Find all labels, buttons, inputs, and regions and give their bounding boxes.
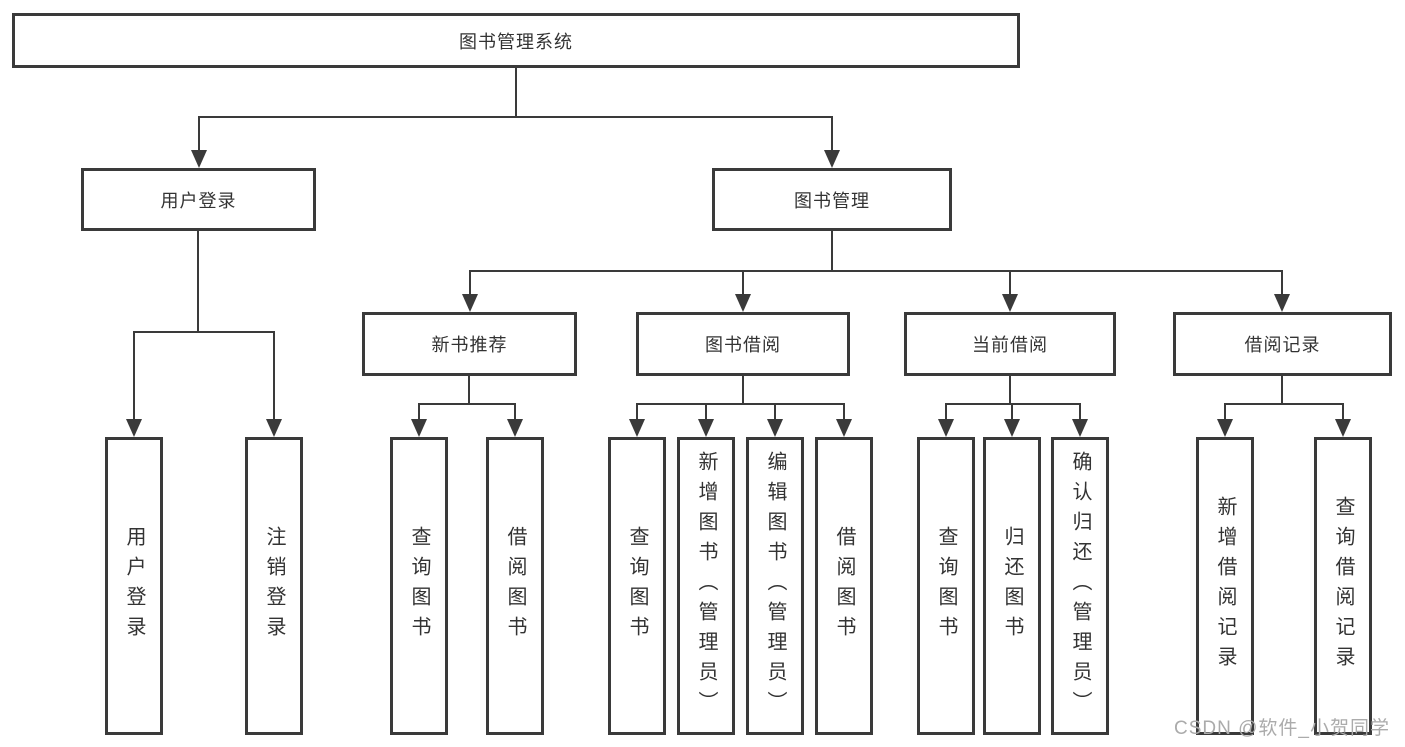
connector-book-mgmt-stem — [831, 231, 833, 271]
leaf-br-query-record: 查询借阅记录 — [1314, 437, 1372, 735]
arrow-down-icon — [411, 403, 427, 437]
connector-borrow-records-stem — [1281, 376, 1283, 403]
leaf-cb-query-books: 查询图书 — [917, 437, 975, 735]
arrow-down-icon — [836, 403, 852, 437]
arrow-down-icon — [824, 116, 840, 168]
arrow-down-icon — [126, 331, 142, 437]
node-book-management: 图书管理 — [712, 168, 952, 231]
arrow-down-icon — [1217, 403, 1233, 437]
arrow-down-icon — [191, 116, 207, 168]
arrow-down-icon — [1072, 403, 1088, 437]
arrow-down-icon — [1335, 403, 1351, 437]
leaf-cb-return-books: 归还图书 — [983, 437, 1041, 735]
arrow-down-icon — [1002, 270, 1018, 312]
arrow-down-icon — [1274, 270, 1290, 312]
arrow-down-icon — [629, 403, 645, 437]
node-new-book-recommend: 新书推荐 — [362, 312, 577, 376]
connector-borrow-records-cross — [1225, 403, 1344, 405]
node-borrow-records: 借阅记录 — [1173, 312, 1392, 376]
connector-new-books-cross — [419, 403, 516, 405]
connector-new-books-stem — [468, 376, 470, 403]
connector-user-login-cross — [134, 331, 275, 333]
connector-root-stem — [515, 68, 517, 118]
arrow-down-icon — [767, 403, 783, 437]
leaf-cb-confirm-return-admin: 确认归还（管理员） — [1051, 437, 1109, 735]
arrow-down-icon — [735, 270, 751, 312]
node-current-borrow: 当前借阅 — [904, 312, 1116, 376]
leaf-user-login: 用户登录 — [105, 437, 163, 735]
connector-current-borrow-stem — [1009, 376, 1011, 403]
leaf-bb-query-books: 查询图书 — [608, 437, 666, 735]
arrow-down-icon — [1004, 403, 1020, 437]
arrow-down-icon — [698, 403, 714, 437]
connector-book-borrow-cross — [637, 403, 845, 405]
arrow-down-icon — [266, 331, 282, 437]
leaf-br-add-record: 新增借阅记录 — [1196, 437, 1254, 735]
arrow-down-icon — [507, 403, 523, 437]
watermark: CSDN @软件_小贺同学 — [1174, 718, 1390, 739]
connector-book-borrow-stem — [742, 376, 744, 403]
node-book-borrow: 图书借阅 — [636, 312, 850, 376]
node-root: 图书管理系统 — [12, 13, 1020, 68]
leaf-logout: 注销登录 — [245, 437, 303, 735]
node-user-login: 用户登录 — [81, 168, 316, 231]
leaf-nb-query-books: 查询图书 — [390, 437, 448, 735]
connector-root-cross — [198, 116, 833, 118]
leaf-bb-edit-books-admin: 编辑图书（管理员） — [746, 437, 804, 735]
arrow-down-icon — [462, 270, 478, 312]
connector-user-login-stem — [197, 231, 199, 332]
connector-book-mgmt-cross — [469, 270, 1283, 272]
connector-current-borrow-cross — [946, 403, 1081, 405]
arrow-down-icon — [938, 403, 954, 437]
leaf-bb-borrow-books: 借阅图书 — [815, 437, 873, 735]
leaf-bb-add-books-admin: 新增图书（管理员） — [677, 437, 735, 735]
leaf-nb-borrow-books: 借阅图书 — [486, 437, 544, 735]
